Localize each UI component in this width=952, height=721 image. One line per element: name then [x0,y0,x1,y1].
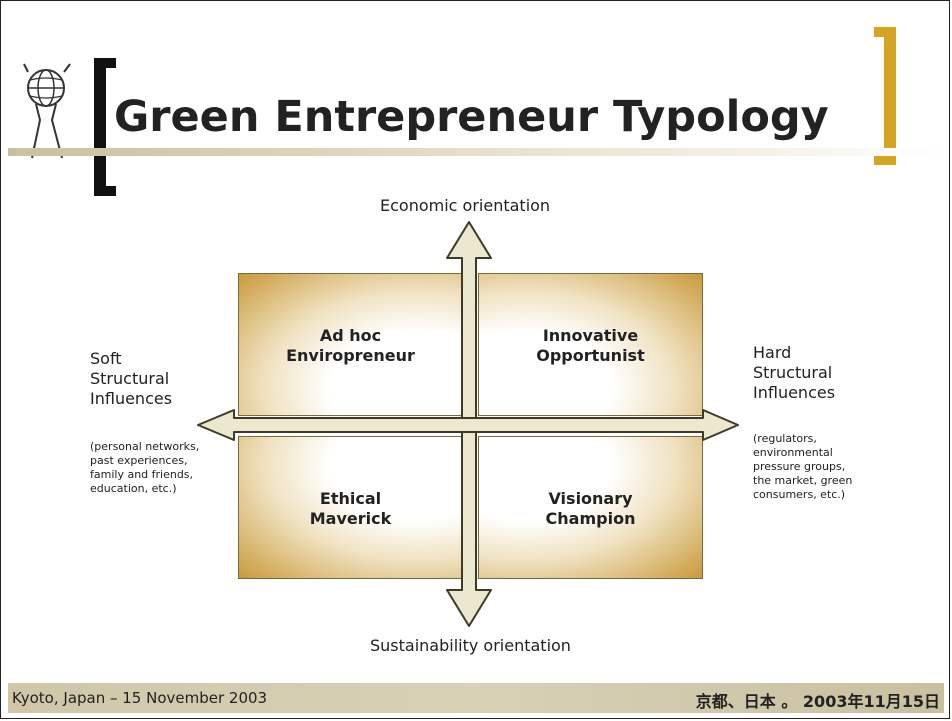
title-underline [8,148,944,156]
note-line: family and friends, [90,468,194,481]
heading-line: Influences [90,389,173,408]
quadrant-title-line: Enviropreneur [286,346,415,365]
note-line: environmental [753,446,833,459]
heading-line: Influences [753,383,836,402]
right-axis-note: (regulators, environmental pressure grou… [753,432,852,502]
note-line: (regulators, [753,432,817,445]
note-line: consumers, etc.) [753,488,846,501]
quadrant-title-line: Visionary [548,489,633,508]
horizontal-axis-arrow [197,409,739,441]
quadrant-top-left: Ad hoc Enviropreneur [238,273,463,416]
slide-title: Green Entrepreneur Typology [114,92,829,142]
footer-location-date: Kyoto, Japan – 15 November 2003 [12,689,268,707]
note-line: education, etc.) [90,482,177,495]
left-bracket [94,58,116,196]
heading-line: Soft [90,349,122,368]
right-bracket [874,27,896,165]
heading-line: Hard [753,343,792,362]
left-axis-note: (personal networks, past experiences, fa… [90,440,199,496]
quadrant-title-line: Maverick [309,509,392,528]
heading-line: Structural [753,363,833,382]
note-line: pressure groups, [753,460,846,473]
quadrant-title-line: Champion [545,509,636,528]
note-line: the market, green [753,474,853,487]
heading-line: Structural [90,369,170,388]
left-axis-heading: Soft Structural Influences [90,349,172,409]
bottom-axis-label: Sustainability orientation [370,636,571,655]
quadrant-top-right: Innovative Opportunist [478,273,703,416]
note-line: past experiences, [90,454,188,467]
quadrant-title-line: Opportunist [536,346,645,365]
quadrant-title-line: Innovative [542,326,639,345]
quadrant-bottom-right: Visionary Champion [478,436,703,579]
footer-bar: Kyoto, Japan – 15 November 2003 京都、日本 。 … [8,683,944,713]
right-axis-heading: Hard Structural Influences [753,343,835,403]
note-line: (personal networks, [90,440,200,453]
globe-figure-icon [23,63,71,159]
footer-japanese-date: 京都、日本 。 2003年11月15日 [695,692,940,711]
top-axis-label: Economic orientation [380,196,551,215]
quadrant-title-line: Ad hoc [319,326,382,345]
quadrant-title-line: Ethical [319,489,382,508]
